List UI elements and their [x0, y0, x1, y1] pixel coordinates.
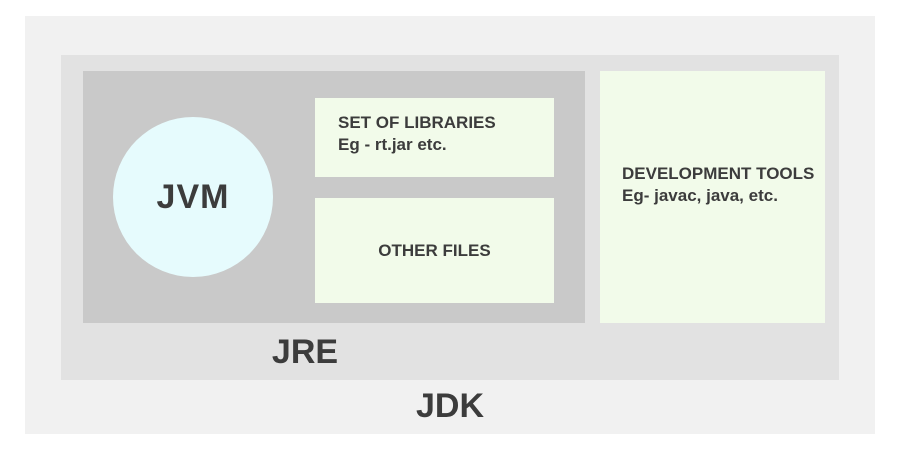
jre-label: JRE — [271, 333, 339, 371]
libraries-example: Eg - rt.jar etc. — [338, 135, 447, 154]
jvm-label: JVM — [156, 177, 230, 216]
development-tools-box: DEVELOPMENT TOOLS Eg- javac, java, etc. — [600, 71, 825, 323]
libraries-box: SET OF LIBRARIES Eg - rt.jar etc. — [315, 98, 554, 177]
development-tools-label: DEVELOPMENT TOOLS Eg- javac, java, etc. — [622, 164, 815, 205]
jdk-label: JDK — [415, 387, 485, 425]
libraries-title: SET OF LIBRARIES — [338, 113, 496, 132]
jvm-circle: JVM — [113, 117, 273, 277]
other-files-box: OTHER FILES — [315, 198, 554, 303]
other-files-label: OTHER FILES — [378, 240, 491, 260]
